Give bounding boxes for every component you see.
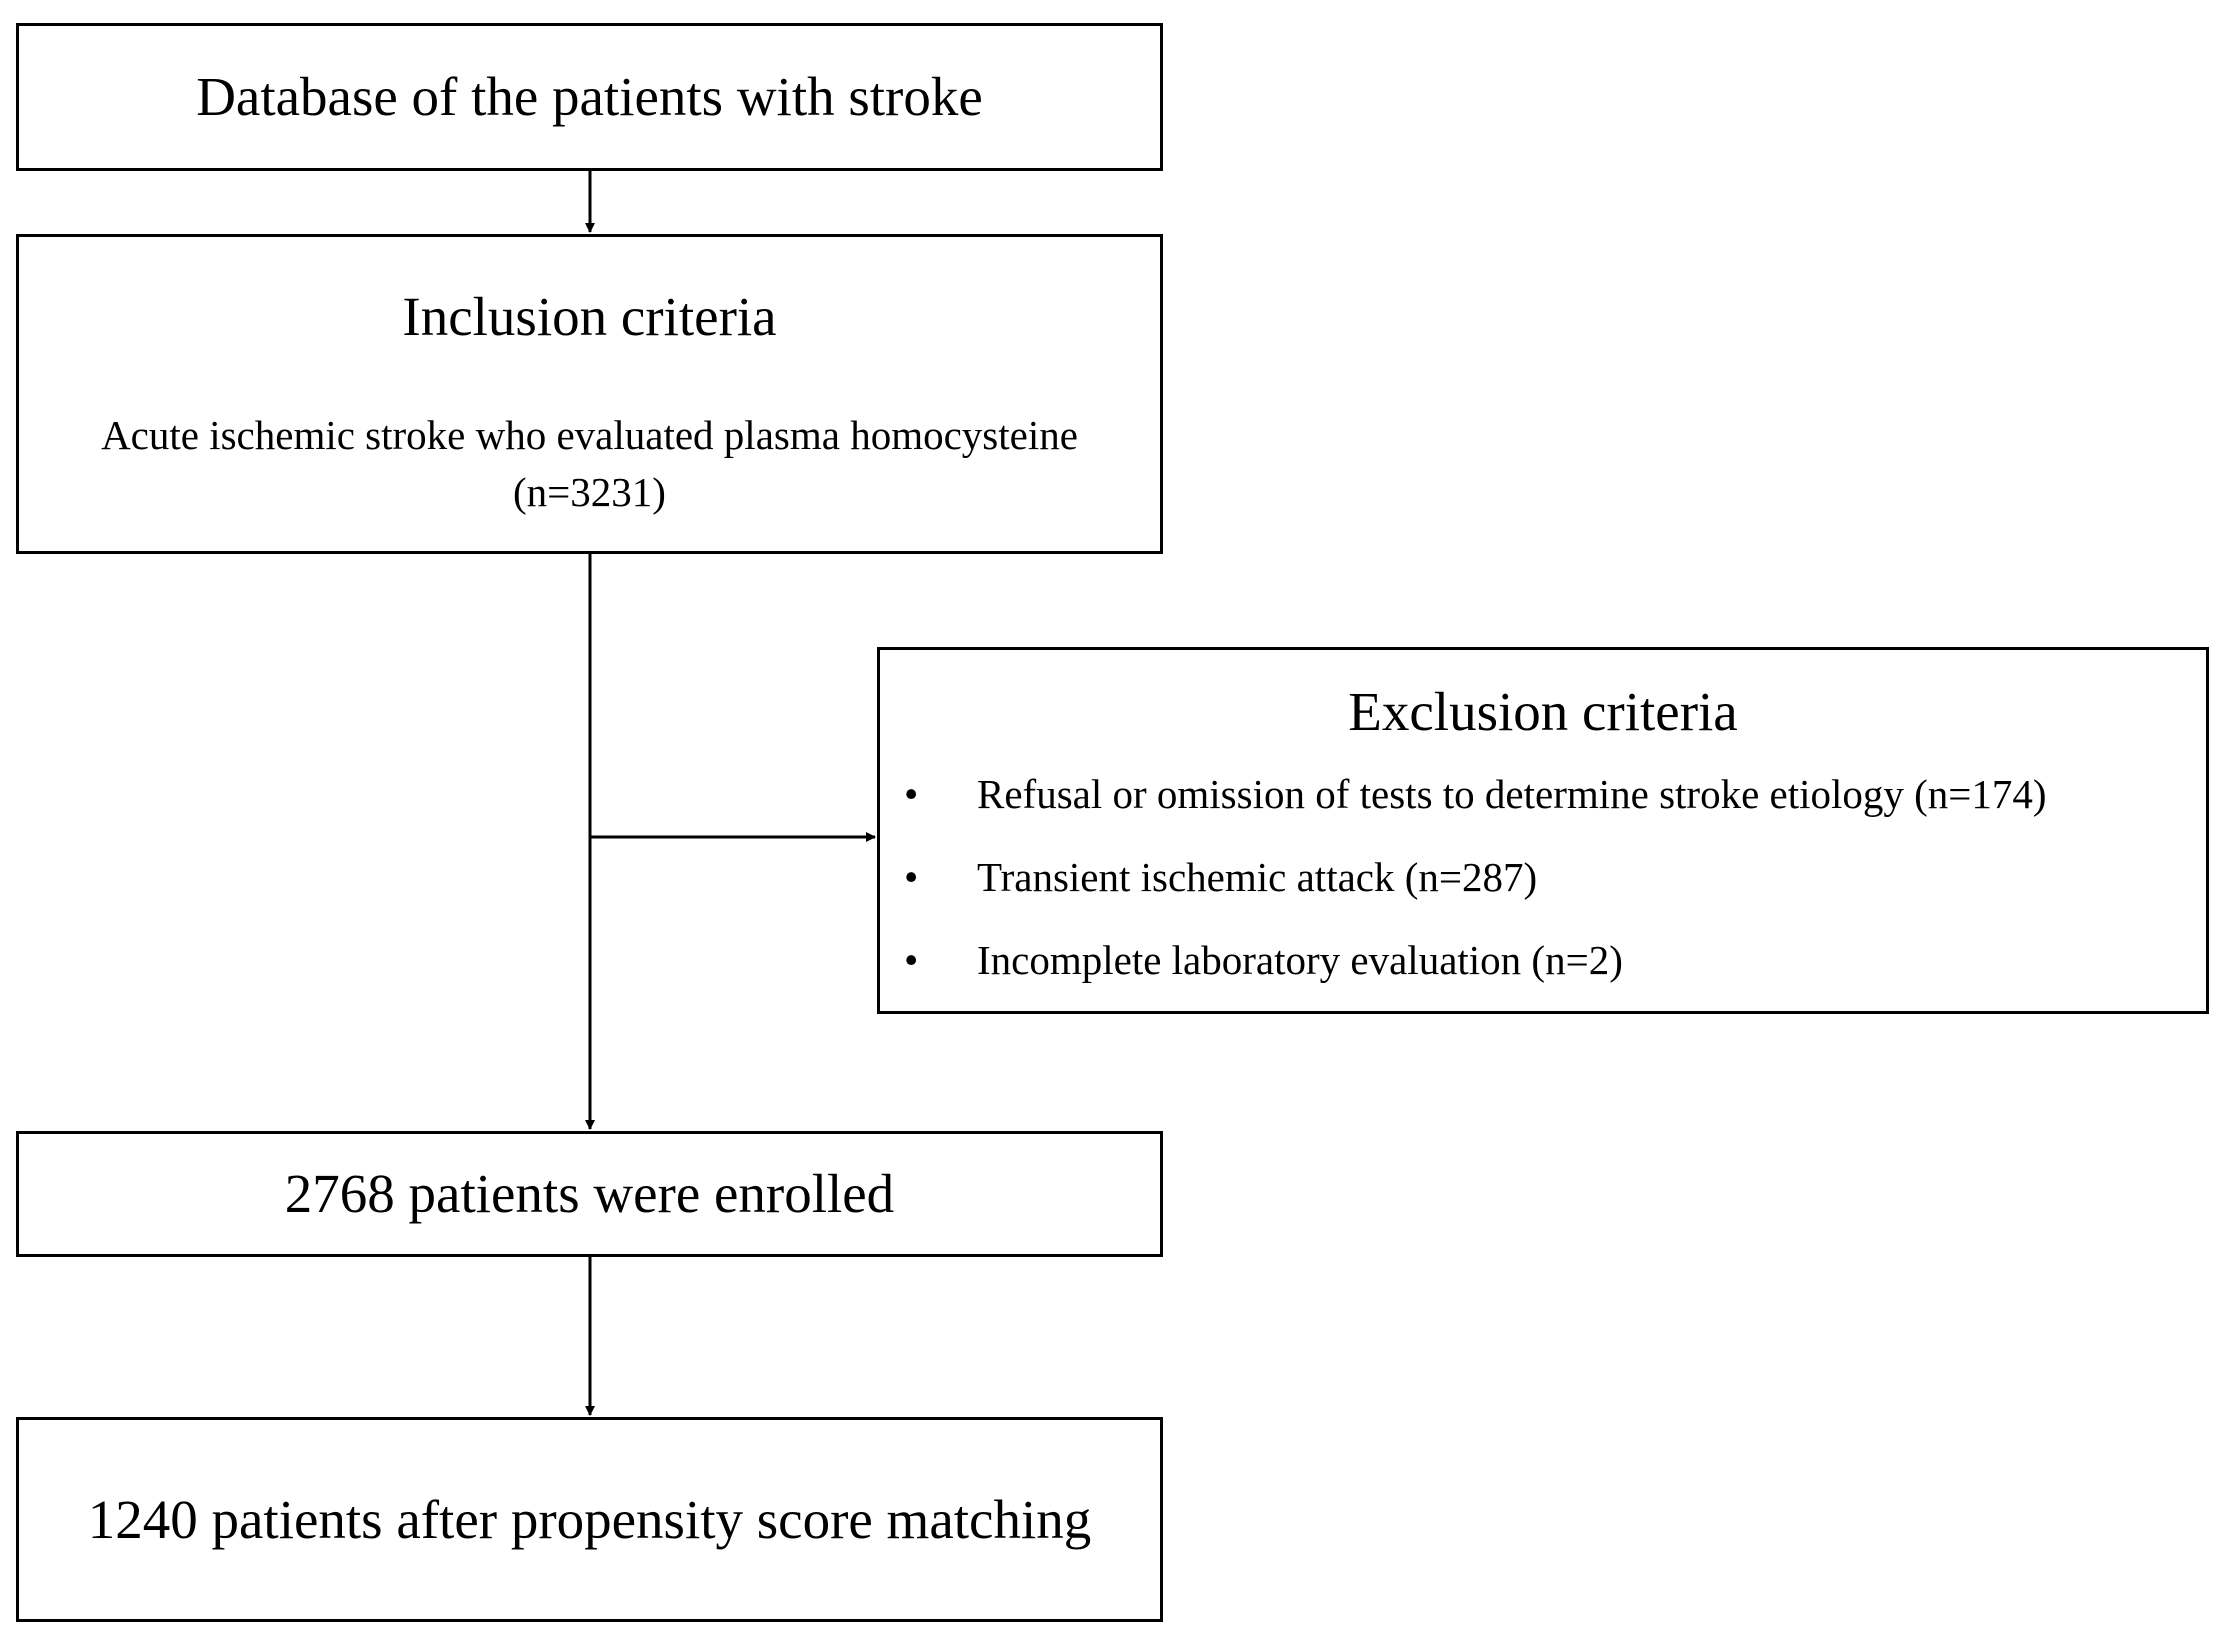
exclusion-criteria-list: • Refusal or omission of tests to determ… <box>880 764 2206 1013</box>
list-item: • Incomplete laboratory evaluation (n=2) <box>880 930 2206 1013</box>
bullet-icon: • <box>904 937 919 983</box>
inclusion-criteria-box: Inclusion criteria Acute ischemic stroke… <box>16 234 1163 554</box>
inclusion-criteria-body: Acute ischemic stroke who evaluated plas… <box>19 407 1160 520</box>
exclusion-criteria-title: Exclusion criteria <box>1348 681 1738 742</box>
final-cohort-box: 1240 patients after propensity score mat… <box>16 1417 1163 1622</box>
database-box: Database of the patients with stroke <box>16 23 1163 171</box>
inclusion-criteria-line: Acute ischemic stroke who evaluated plas… <box>101 412 1078 458</box>
bullet-icon: • <box>904 771 919 817</box>
exclusion-item-label: Refusal or omission of tests to determin… <box>977 771 2047 817</box>
list-item: • Refusal or omission of tests to determ… <box>880 764 2206 847</box>
exclusion-criteria-box: Exclusion criteria • Refusal or omission… <box>877 647 2209 1014</box>
exclusion-item-label: Transient ischemic attack (n=287) <box>977 854 1538 900</box>
inclusion-criteria-count: (n=3231) <box>513 468 666 515</box>
enrolled-box: 2768 patients were enrolled <box>16 1131 1163 1257</box>
exclusion-item-label: Incomplete laboratory evaluation (n=2) <box>977 937 1623 983</box>
database-box-text: Database of the patients with stroke <box>196 66 983 128</box>
enrolled-box-text: 2768 patients were enrolled <box>284 1163 895 1225</box>
final-cohort-box-text: 1240 patients after propensity score mat… <box>87 1488 1092 1550</box>
list-item: • Transient ischemic attack (n=287) <box>880 847 2206 930</box>
bullet-icon: • <box>904 854 919 900</box>
inclusion-criteria-title: Inclusion criteria <box>402 286 777 347</box>
